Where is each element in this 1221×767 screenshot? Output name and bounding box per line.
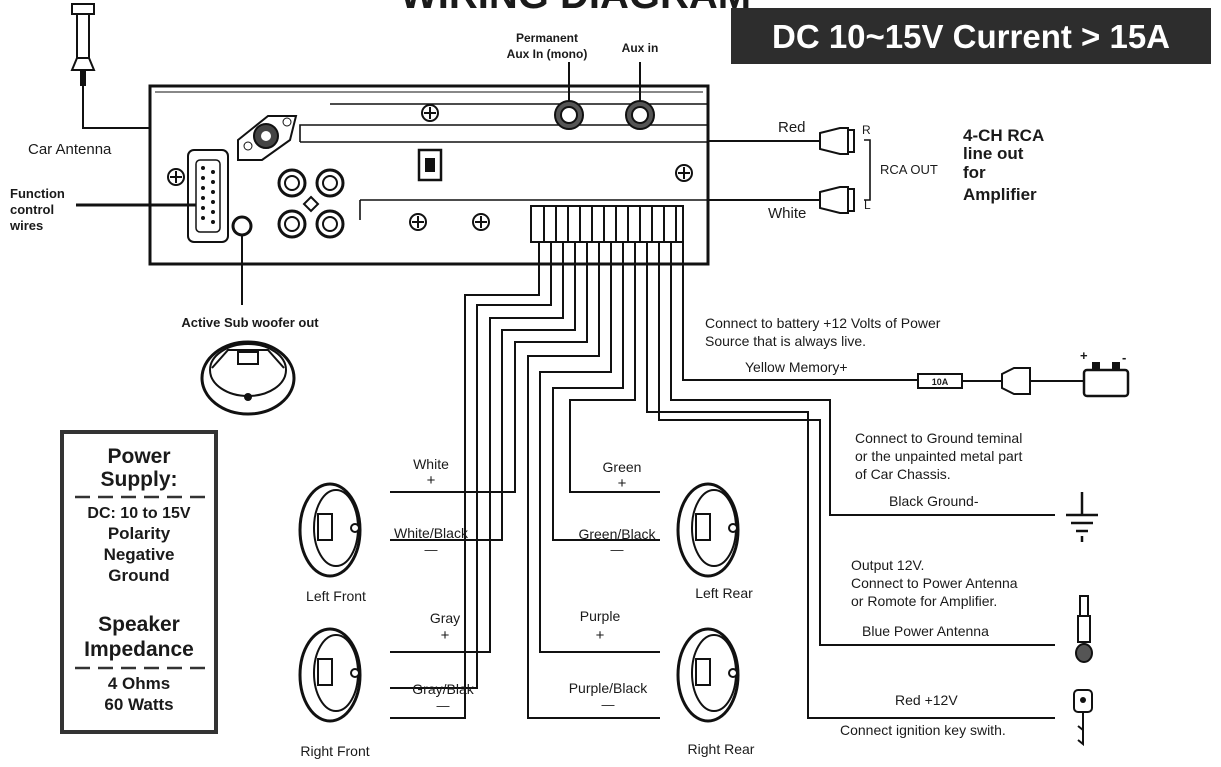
ground-note-2: or the unpainted metal part <box>855 448 1022 464</box>
wire-green-black-minus: — <box>611 542 624 557</box>
function-label-3: wires <box>9 218 43 233</box>
antenna-note-2: Connect to Power Antenna <box>851 575 1018 591</box>
power-box-line9: 4 Ohms <box>108 674 170 693</box>
permanent-aux-label-2: Aux In (mono) <box>507 47 588 61</box>
black-ground-label: Black Ground- <box>889 493 979 509</box>
power-box-line5: Negative <box>104 545 175 564</box>
wire-purple-plus: + <box>596 627 605 644</box>
aux-in-label: Aux in <box>622 41 659 55</box>
left-rear-label: Left Rear <box>695 585 753 601</box>
rca-r-label: R <box>862 123 871 137</box>
battery-icon: + - <box>1080 348 1130 398</box>
wire-gray-blak-label: Gray/Blak <box>412 681 474 697</box>
power-box-line7: Speaker <box>98 613 180 636</box>
permanent-aux-label-1: Permanent <box>516 31 578 45</box>
power-box-line4: Polarity <box>108 524 171 543</box>
antenna-note-1: Output 12V. <box>851 557 924 573</box>
rca-white-label: White <box>768 205 806 222</box>
power-box-line1: Power <box>107 445 170 468</box>
diagram-title: WIRING DIAGRAM <box>400 0 751 17</box>
ignition-key-icon <box>1073 689 1093 747</box>
head-unit <box>148 84 710 266</box>
yellow-memory-label: Yellow Memory+ <box>745 359 848 375</box>
right-rear-label: Right Rear <box>688 741 755 757</box>
rca-plug-icon <box>819 127 855 214</box>
speaker-icon <box>676 627 740 723</box>
wire-gray-plus: + <box>441 627 450 644</box>
antenna-plug-icon <box>70 3 96 86</box>
wire-green-label: Green <box>603 459 642 475</box>
ground-symbol-icon <box>1066 492 1098 542</box>
rca-red-label: Red <box>778 119 806 136</box>
function-label-1: Function <box>10 186 65 201</box>
power-antenna-icon <box>1075 595 1093 663</box>
wire-green-black-label: Green/Black <box>578 526 656 542</box>
svg-text:+: + <box>1080 348 1088 363</box>
red-12v-label: Red +12V <box>895 692 958 708</box>
wire-green-plus: + <box>618 475 627 492</box>
antenna-note-3: or Romote for Amplifier. <box>851 593 997 609</box>
battery-note-1: Connect to battery +12 Volts of Power <box>705 315 941 331</box>
power-box-line3: DC: 10 to 15V <box>87 505 190 522</box>
wire-white-label: White <box>413 456 449 472</box>
antenna-socket <box>237 115 298 161</box>
wire-purple-black-label: Purple/Black <box>569 680 649 696</box>
spec-banner-text: DC 10~15V Current > 15A <box>772 18 1170 55</box>
battery-note-2: Source that is always live. <box>705 333 866 349</box>
svg-text:-: - <box>1122 350 1126 365</box>
ignition-note: Connect ignition key swith. <box>840 722 1006 738</box>
rca-desc-3: for <box>963 163 986 182</box>
speaker-icon <box>298 627 362 723</box>
wire-purple-black-minus: — <box>602 697 615 712</box>
fuse-icon: 10A <box>917 373 963 389</box>
aux-jacks <box>554 100 655 130</box>
speaker-wiring-bundle <box>390 242 1055 719</box>
rca-desc-2: line out <box>963 144 1024 163</box>
rca-out-label: RCA OUT <box>880 162 938 177</box>
wire-gray-label: Gray <box>430 610 460 626</box>
wire-gray-blak-minus: — <box>437 698 450 713</box>
subwoofer-icon <box>200 340 296 416</box>
wire-purple-label: Purple <box>580 608 621 624</box>
function-connector <box>187 149 229 243</box>
rca-l-label: L <box>864 198 871 212</box>
sub-out-label: Active Sub woofer out <box>181 315 319 330</box>
rca-desc-4: Amplifier <box>963 185 1037 204</box>
blue-power-antenna-label: Blue Power Antenna <box>862 623 989 639</box>
sub-out-jack <box>231 215 253 237</box>
ground-note-1: Connect to Ground teminal <box>855 430 1022 446</box>
car-antenna-label: Car Antenna <box>28 141 112 158</box>
wire-white-plus: + <box>427 472 436 489</box>
power-supply-box: Power Supply: DC: 10 to 15V Polarity Neg… <box>60 430 218 734</box>
wire-harness-connector <box>530 205 684 243</box>
right-front-label: Right Front <box>300 743 369 759</box>
wire-white-black-label: White/Black <box>394 525 469 541</box>
ground-note-3: of Car Chassis. <box>855 466 951 482</box>
spec-banner: DC 10~15V Current > 15A <box>731 8 1211 64</box>
power-box-line6: Ground <box>108 566 169 585</box>
rca-jack-cluster <box>277 168 345 239</box>
function-label-2: control <box>10 202 54 217</box>
left-front-label: Left Front <box>306 588 366 604</box>
fuse-label: 10A <box>932 377 949 387</box>
power-box-line10: 60 Watts <box>104 695 173 714</box>
rca-desc-1: 4-CH RCA <box>963 126 1044 145</box>
speaker-icon <box>298 482 362 578</box>
wire-white-black-minus: — <box>425 542 438 557</box>
power-box-line8: Impedance <box>84 638 194 661</box>
speaker-icon <box>676 482 740 578</box>
power-box-line2: Supply: <box>101 468 178 491</box>
